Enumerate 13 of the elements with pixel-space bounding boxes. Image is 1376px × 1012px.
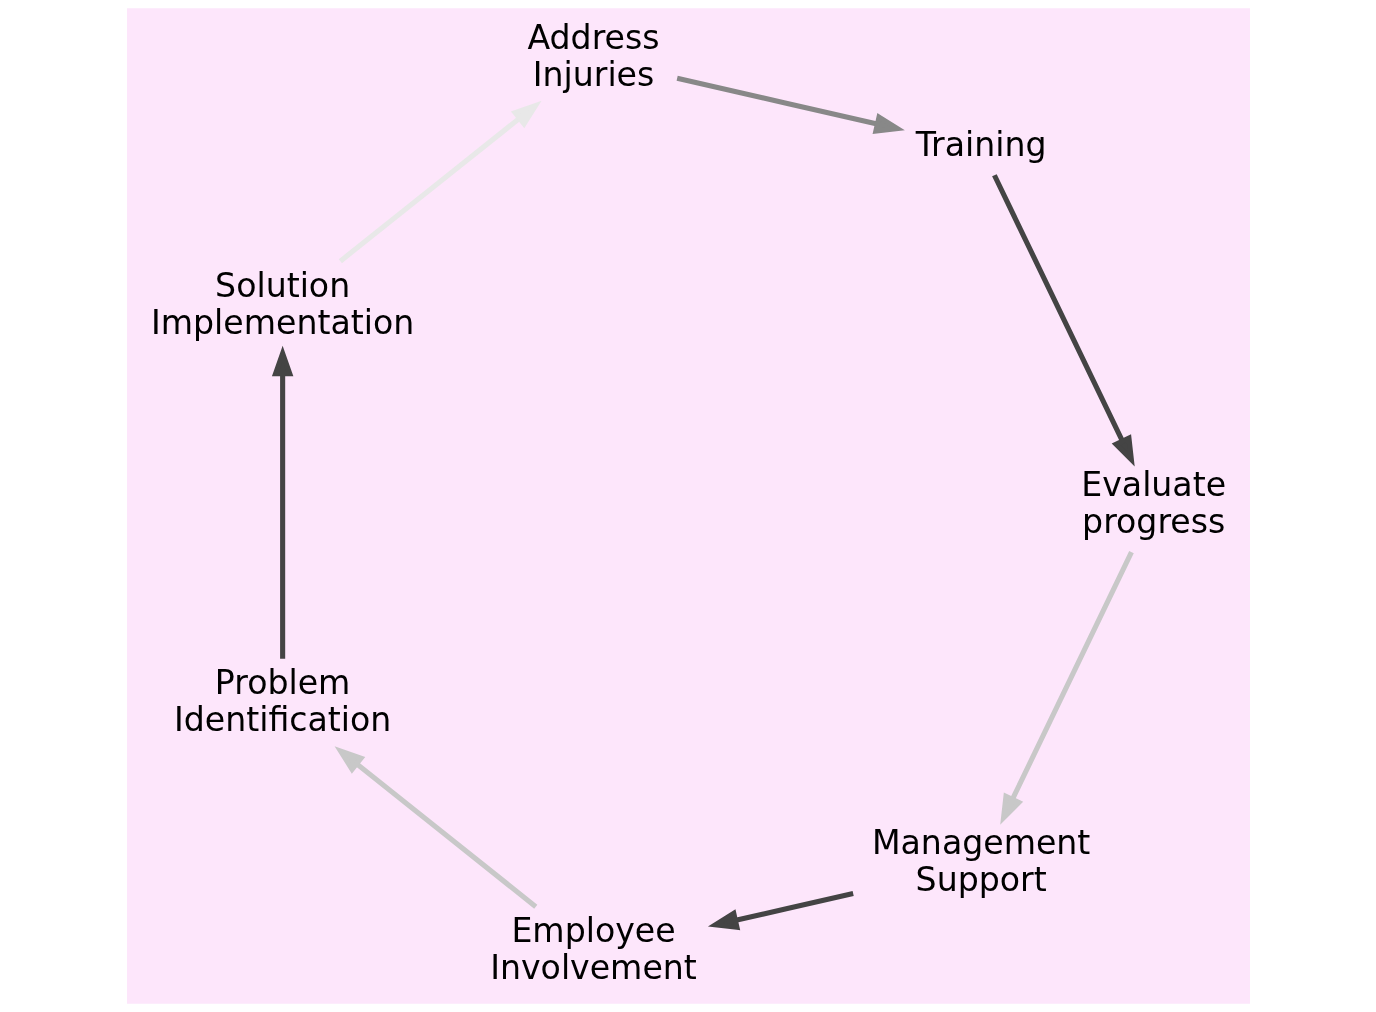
node-text: Solution Implementation <box>150 265 414 342</box>
node-text: Address Injuries <box>526 17 660 94</box>
node-text: Employee Involvement <box>489 911 697 988</box>
node-text: Problem Identification <box>173 663 391 740</box>
arrow <box>271 345 293 659</box>
arrow <box>334 746 537 909</box>
node-text: Training <box>915 124 1047 164</box>
arrow <box>999 551 1134 825</box>
node-text: Management Support <box>871 822 1090 899</box>
arrow <box>707 891 854 931</box>
node-text: Evaluate progress <box>1080 464 1226 541</box>
arrow <box>676 75 905 134</box>
arrow <box>991 174 1135 467</box>
